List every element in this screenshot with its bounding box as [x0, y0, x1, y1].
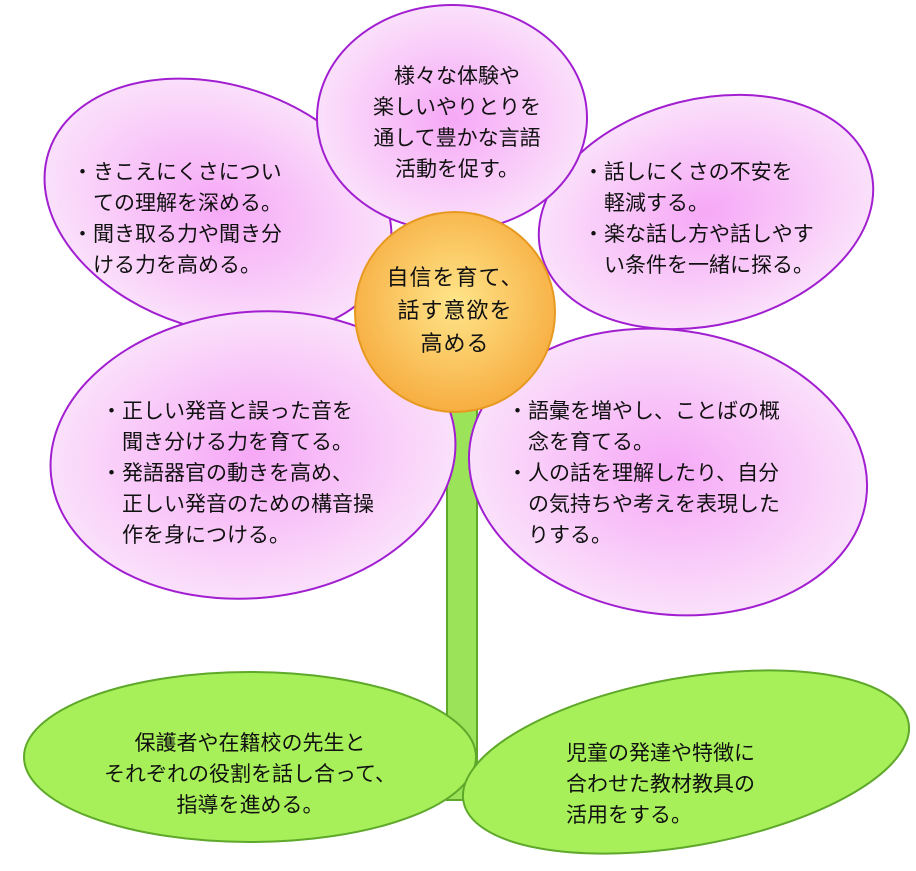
leaf-right-group — [461, 669, 911, 855]
hub-line: 話す意欲を — [397, 299, 513, 324]
petal-lower-right-text: ・語彙を増やし、ことばの概 念を育てる。 ・人の話を理解したり、自分 の気持ちや… — [507, 396, 837, 551]
hub-circle — [354, 211, 556, 413]
leaf-right-line: 児童の発達や特徴に — [566, 741, 755, 765]
leaf-left — [23, 671, 477, 843]
hub-line: 自信を育て、 — [386, 266, 524, 291]
petal-lower-right-line: 念を育てる。 — [507, 430, 654, 454]
leaf-left-line: 指導を進める。 — [176, 793, 324, 817]
petal-upper-left-line: ての理解を深める。 — [72, 191, 282, 215]
petal-lower-left-line: 聞き分ける力を育てる。 — [101, 430, 353, 454]
leaf-right-line: 合わせた教材教具の — [566, 772, 755, 796]
petal-lower-left-line: ・発語器官の動きを高め、 — [101, 461, 353, 485]
petal-top-line: 様々な体験や — [394, 64, 520, 88]
petal-upper-right-line: ・楽な話し方や話しやす — [583, 222, 814, 246]
petal-upper-right-text: ・話しにくさの不安を 軽減する。 ・楽な話し方や話しやす い条件を一緒に探る。 — [583, 157, 863, 281]
leaf-left-line: 保護者や在籍校の先生と — [134, 731, 366, 755]
petal-upper-left-line: ・きこえにくさについ — [72, 160, 282, 184]
petal-upper-left-line: ・聞き取る力や聞き分 — [72, 222, 282, 246]
leaf-right — [461, 669, 911, 855]
petal-lower-left-line: 作を身につける。 — [101, 523, 290, 547]
hub-text: 自信を育て、 話す意欲を 高める — [365, 262, 545, 361]
leaf-left-text: 保護者や在籍校の先生と それぞれの役割を話し合って、 指導を進める。 — [70, 728, 430, 821]
hub-line: 高める — [420, 332, 490, 357]
leaf-left-group — [23, 671, 477, 843]
petal-upper-right — [537, 93, 875, 331]
petal-upper-left-text: ・きこえにくさについ ての理解を深める。 ・聞き取る力や聞き分 ける力を高める。 — [72, 157, 334, 281]
petal-lower-left-line: 正しい発音のための構音操 — [101, 492, 374, 516]
petal-top-text: 様々な体験や 楽しいやりとりを 通して豊かな言語 活動を促す。 — [352, 61, 562, 185]
petal-lower-left — [49, 310, 457, 600]
petal-lower-left-line: ・正しい発音と誤った音を — [101, 399, 353, 423]
petal-upper-right-line: い条件を一緒に探る。 — [583, 253, 814, 277]
petal-upper-left-line: ける力を高める。 — [72, 253, 261, 277]
petal-upper-right-line: 軽減する。 — [583, 191, 709, 215]
petal-upper-right-line: ・話しにくさの不安を — [583, 160, 793, 184]
petal-lower-right-line: りする。 — [507, 523, 612, 547]
petal-top-line: 楽しいやりとりを — [373, 95, 541, 119]
leaf-right-text: 児童の発達や特徴に 合わせた教材教具の 活用をする。 — [566, 738, 796, 831]
petal-lower-left-text: ・正しい発音と誤った音を 聞き分ける力を育てる。 ・発語器官の動きを高め、 正し… — [101, 396, 431, 551]
leaf-right-line: 活用をする。 — [566, 803, 692, 827]
petal-lower-right-line: ・語彙を増やし、ことばの概 — [507, 399, 780, 423]
petal-lower-right-line: ・人の話を理解したり、自分 — [507, 461, 780, 485]
petal-top-line: 通して豊かな言語 — [373, 126, 541, 150]
petal-lower-right — [467, 327, 869, 617]
petal-lower-right-line: の気持ちや考えを表現した — [507, 492, 780, 516]
petal-top-line: 活動を促す。 — [395, 157, 519, 181]
leaf-left-line: それぞれの役割を話し合って、 — [104, 762, 396, 786]
